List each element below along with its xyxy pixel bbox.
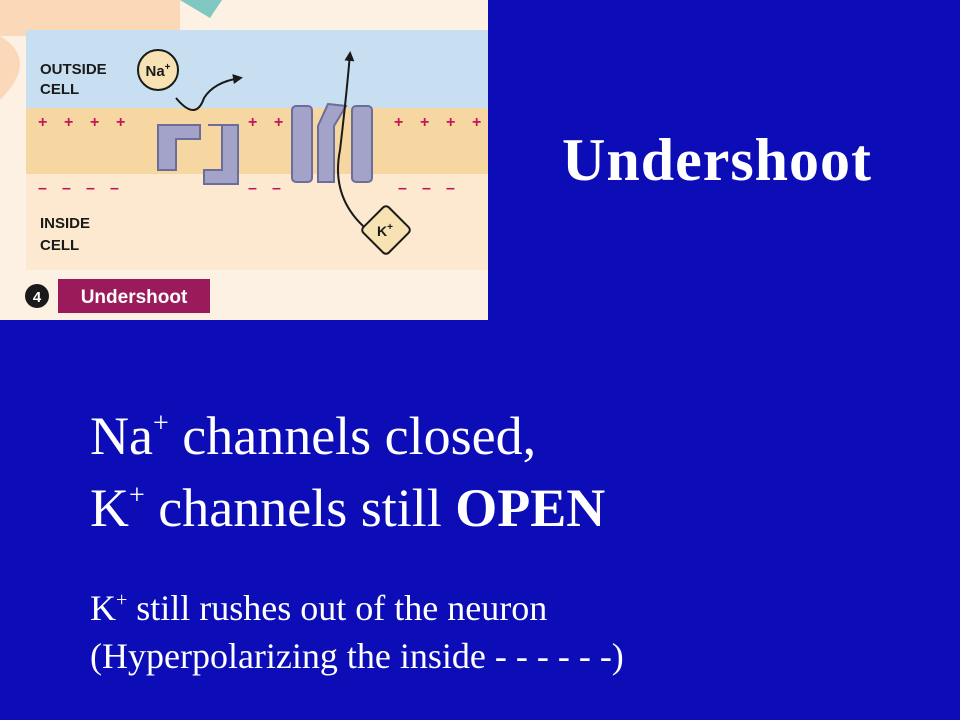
stage-label: Undershoot — [81, 287, 188, 308]
diagram-teal-shape — [180, 0, 222, 18]
hyperpolarizing-line: (Hyperpolarizing the inside - - - - - -) — [90, 636, 624, 676]
sodium-arrow — [175, 74, 243, 111]
plus-sign: + — [446, 114, 455, 131]
stage-number-badge — [25, 284, 49, 308]
minus-sign: – — [38, 180, 47, 197]
potassium-flow-charge: + — [116, 589, 128, 611]
potassium-symbol: K — [90, 478, 129, 538]
diagram-corner-curve — [0, 36, 20, 100]
inside-charges: – – – – – – – – – — [38, 180, 455, 197]
minus-sign: – — [272, 180, 281, 197]
main-statement: Na+ channels closed, K+ channels still O… — [90, 400, 605, 544]
sodium-symbol: Na — [90, 406, 153, 466]
potassium-arrow — [337, 51, 371, 233]
minus-sign: – — [248, 180, 257, 197]
potassium-flow-text: still rushes out of the neuron — [127, 588, 548, 628]
outside-label-line1: OUTSIDE — [40, 61, 107, 78]
minus-sign: – — [446, 180, 455, 197]
potassium-status-line: K+ channels still OPEN — [90, 472, 605, 544]
inside-label-line1: INSIDE — [40, 215, 90, 232]
minus-sign: – — [62, 180, 71, 197]
outside-charges: + + + + + + + + + + — [38, 114, 481, 131]
stage-label-badge — [58, 279, 210, 313]
slide-title: Undershoot — [562, 127, 873, 193]
sodium-status-text: channels closed, — [168, 406, 537, 466]
potassium-status-text: channels still — [144, 478, 456, 538]
potassium-charge: + — [129, 480, 145, 511]
plus-sign: + — [248, 114, 257, 131]
minus-sign: – — [86, 180, 95, 197]
plus-sign: + — [420, 114, 429, 131]
inside-label-line2: CELL — [40, 237, 79, 254]
plus-sign: + — [38, 114, 47, 131]
sodium-ion — [137, 49, 179, 91]
open-emphasis: OPEN — [455, 478, 606, 538]
membrane-diagram: OUTSIDE CELL INSIDE CELL + + + + + + + +… — [0, 0, 488, 320]
explanation: K+ still rushes out of the neuron (Hyper… — [90, 584, 624, 680]
potassium-ion-label: K+ — [377, 222, 393, 239]
membrane-band — [26, 108, 488, 174]
plus-sign: + — [116, 114, 125, 131]
outside-label-line2: CELL — [40, 81, 79, 98]
potassium-flow-line: K+ still rushes out of the neuron — [90, 584, 624, 632]
sodium-ion-label: Na+ — [145, 62, 170, 80]
outside-region — [26, 30, 488, 108]
potassium-ion — [361, 205, 411, 255]
minus-sign: – — [422, 180, 431, 197]
plus-sign: + — [394, 114, 403, 131]
minus-sign: – — [398, 180, 407, 197]
inside-region — [26, 174, 488, 270]
sodium-status-line: Na+ channels closed, — [90, 400, 605, 472]
stage-number: 4 — [33, 289, 42, 306]
minus-sign: – — [110, 180, 119, 197]
sodium-channel — [157, 124, 239, 185]
potassium-channel — [291, 102, 373, 183]
plus-sign: + — [64, 114, 73, 131]
potassium-flow-symbol: K — [90, 588, 116, 628]
sodium-charge: + — [152, 408, 169, 439]
plus-sign: + — [274, 114, 283, 131]
plus-sign: + — [472, 114, 481, 131]
plus-sign: + — [90, 114, 99, 131]
